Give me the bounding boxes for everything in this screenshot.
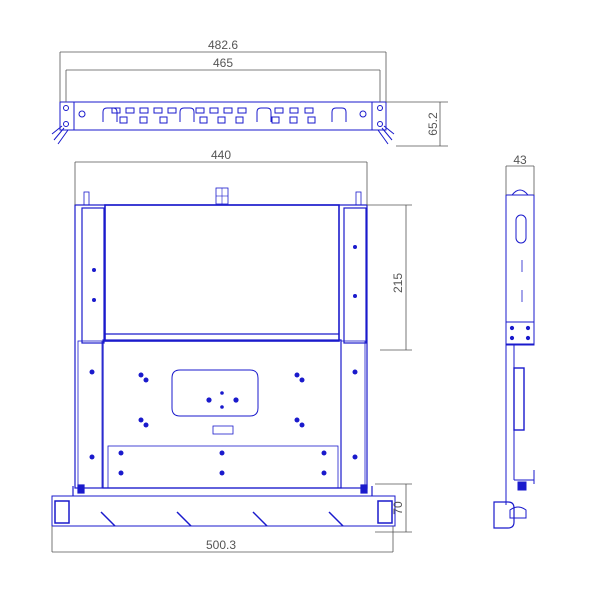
dim-body-depth: 215 — [391, 273, 405, 293]
top-dimensions — [51, 161, 412, 553]
top-view — [51, 187, 396, 527]
dim-body-width: 440 — [211, 148, 231, 162]
dim-tray-depth: 70 — [391, 501, 405, 515]
side-view — [493, 189, 535, 529]
dim-total-width: 500.3 — [206, 538, 236, 552]
dim-overall-width: 482.6 — [208, 38, 238, 52]
dim-front-height: 65.2 — [426, 112, 440, 136]
front-dimensions — [59, 51, 448, 147]
dim-side-width: 43 — [513, 153, 527, 167]
front-view — [51, 101, 395, 145]
dim-mount-hole-spacing: 465 — [213, 56, 233, 70]
side-dimensions — [505, 165, 535, 195]
